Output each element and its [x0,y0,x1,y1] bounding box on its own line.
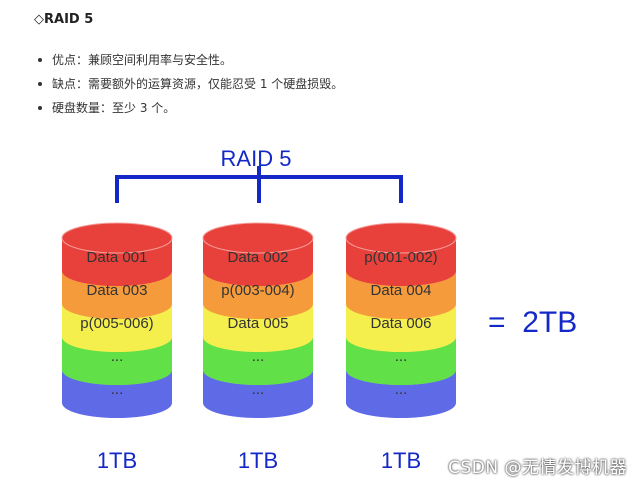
disk-1-block-label: p(005-006) [80,315,153,332]
disk-1-block-label: ... [111,381,124,398]
disk-3-block-label: Data 006 [371,315,432,332]
disk-count-item: 硬盘数量：至少 3 个。 [38,96,343,120]
disk-3-capacity: 1TB [381,448,421,473]
disk-2-layer-1-top [202,222,314,254]
advantage-item: 优点：兼顾空间利用率与安全性。 [38,48,343,72]
disk-1-capacity: 1TB [97,448,137,473]
diagram-title: RAID 5 [221,146,292,171]
disk-1-layer-1-top [61,222,173,254]
disk-1-block-label: ... [111,348,124,365]
disk-1-block-label: Data 003 [87,282,148,299]
disk-3-block-label: ... [395,348,408,365]
disk-3-block-label: p(001-002) [364,249,437,266]
raid5-feature-list: 优点：兼顾空间利用率与安全性。 缺点：需要额外的运算资源，仅能忍受 1 个硬盘损… [38,48,343,120]
disk-3-block-label: Data 004 [371,282,432,299]
disk-2-block-label: ... [252,348,265,365]
disadvantage-item: 缺点：需要额外的运算资源，仅能忍受 1 个硬盘损毁。 [38,72,343,96]
disk-3-block-label: ... [395,381,408,398]
csdn-watermark: CSDN @无情发博机器 [448,458,627,478]
total-capacity: = 2TB [488,306,577,339]
raid5-heading: ◇RAID 5 [34,12,94,27]
disk-1-block-label: Data 001 [87,249,148,266]
disk-2-block-label: p(003-004) [221,282,294,299]
disk-2-block-label: Data 002 [228,249,289,266]
disk-3-layer-1-top [345,222,457,254]
disk-2-block-label: ... [252,381,265,398]
disk-2-block-label: Data 005 [228,315,289,332]
disk-2-capacity: 1TB [238,448,278,473]
